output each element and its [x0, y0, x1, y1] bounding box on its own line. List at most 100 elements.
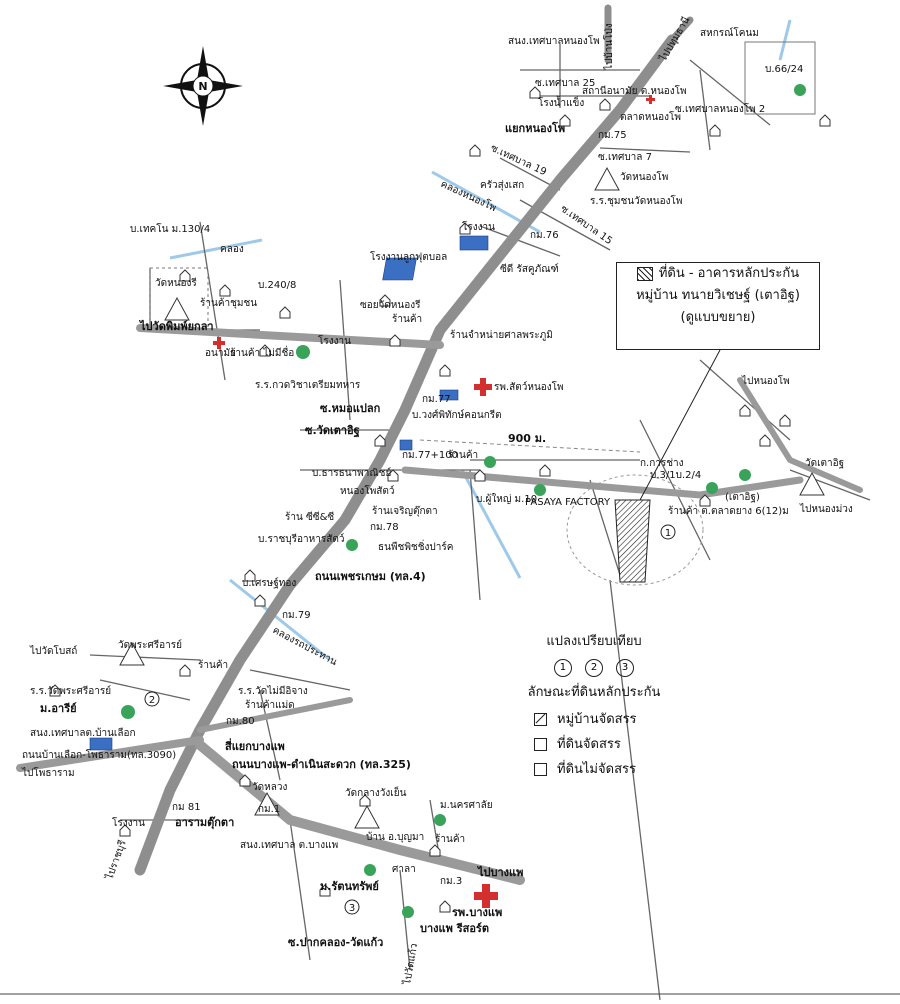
road-north-2	[668, 16, 694, 44]
label-soi25: ซ.เทศบาล 25	[535, 78, 595, 89]
comparison-circle-1: 1	[553, 659, 572, 677]
label-m-nursarai: ม.นครศาลัย	[440, 800, 493, 811]
label-soi7: ซ.เทศบาล 7	[598, 152, 652, 163]
label-factory-ball: โรงงานลูกฟุตบอล	[370, 250, 447, 263]
label-km81: กม 81	[172, 802, 201, 813]
label-to-nongpho: ไปหนองโพ	[741, 374, 790, 387]
road-east-north	[737, 377, 863, 493]
label-km77-100: กม.77+100	[402, 450, 458, 461]
label-soi-paklong: ซ.ปากคลอง-วัดแก้ว	[288, 936, 383, 949]
label-bangphae-sno: สนง.เทศบาล ต.บางแพ	[240, 840, 338, 851]
legend-pointer	[639, 349, 721, 501]
label-ban240: บ.240/8	[258, 280, 296, 291]
label-to-watphosi: ไปวัดโบสถ์	[29, 644, 77, 657]
label-concrete: บ.วงศ์พิทักษ์คอนกรีต	[412, 409, 502, 421]
canal-rotprathan	[229, 578, 331, 662]
label-shop4: ร้านค้า	[435, 833, 465, 845]
label-km3: กม.3	[440, 876, 462, 887]
comparison-item-label: ที่ดินไม่จัดสรร	[557, 762, 636, 777]
label-bangphae-junction: สี่แยกบางแพ	[225, 738, 285, 753]
label-sno-baanlueak: สนง.เทศบาลต.บ้านเลือก	[30, 727, 136, 739]
label-ban-tharn: บ.ธารธนาพาณิชย์	[312, 467, 391, 479]
label-watluang: วัดหลวง	[252, 782, 287, 793]
label-sala: ศาลา	[392, 864, 416, 875]
label-school-phrasri: ร.ร.วัดพระศรีอารย์	[30, 685, 111, 697]
label-soi-wattaoit: ซ.วัดเตาอิฐ	[305, 424, 360, 438]
temple-watphrasri	[119, 641, 145, 666]
label-to-ratchaburi: ไปราชบุรี	[103, 838, 129, 882]
hospital-icon-bangphae	[474, 884, 498, 908]
comparison-circles: 1 2 3	[504, 655, 684, 677]
temple-watklang	[354, 804, 380, 829]
label-shop-mai: ร้านค้าแม่ด	[245, 699, 295, 711]
plot-marker-3: 3	[349, 903, 355, 914]
label-km78: กม.78	[370, 522, 399, 533]
road-watphosi	[197, 697, 353, 733]
temple-icons	[119, 166, 825, 829]
building-icons	[89, 235, 489, 751]
label-school-kasetsart: ร.ร.กวดวิชาเตรียมทหาร	[255, 379, 361, 391]
label-ban3-2: บ.3/1บ.2/4	[650, 470, 701, 481]
label-kruasungsek: ครัวสุ่งเสก	[480, 180, 524, 191]
road-east	[401, 466, 804, 499]
label-m-ari: ม.อารีย์	[40, 702, 77, 715]
collateral-legend: ที่ดิน - อาคารหลักประกัน หมู่บ้าน ทนายวิ…	[616, 262, 820, 350]
compass-rose: N	[163, 46, 243, 126]
hospital-icon-station	[646, 95, 655, 104]
hospital-icon-vet	[474, 378, 492, 396]
label-soi19: ซ.เทศบาล 19	[489, 143, 548, 178]
label-klong: คลอง	[220, 244, 244, 255]
label-soi-watnongri: ซอยวัดหนองรี	[360, 299, 421, 311]
label-km77: กม.77	[422, 394, 451, 405]
label-bangphae-resort: บางแพ รีสอร์ต	[420, 922, 489, 935]
label-wat-taoit: วัดเตาอิฐ	[805, 458, 844, 469]
label-watnongri: วัดหนองรี	[155, 277, 197, 289]
label-soi-municipal2: ซ.เทศบาลหนองโพ 2	[675, 102, 765, 115]
label-rubber: ธนพืชพิชชิ่งปาร์ค	[378, 539, 453, 553]
canal-nongpho-2	[778, 19, 792, 61]
label-shop-talad: ร้านค้า ต.ตลาดยาง 6(12)ม	[668, 505, 789, 517]
comparison-circle-2: 2	[585, 659, 603, 677]
highway-box-north	[744, 41, 816, 115]
plot-markers: 1 2 3	[144, 524, 676, 915]
label-factory1: โรงงาน	[462, 220, 495, 233]
secondary-roads	[89, 44, 871, 1001]
comparison-item-allocated: ที่ดินจัดสรร	[534, 733, 684, 754]
label-nongphosatsat: หนองโพสัตว์	[340, 484, 395, 497]
label-to-nongmuang: ไปหนองม่วง	[799, 503, 853, 515]
label-shop2: ร้านค้า	[448, 449, 478, 461]
plot-zoom-circle	[566, 474, 704, 586]
hatch-swatch	[636, 266, 653, 281]
label-to-pathum: ไปปทุมธานี	[657, 15, 693, 65]
label-ban66: บ.66/24	[765, 64, 803, 75]
temple-watnongri	[164, 296, 190, 321]
temple-watluang	[254, 791, 280, 816]
plot-marker-1: 1	[665, 528, 671, 539]
label-market: ตลาดหนองโพ	[620, 110, 681, 123]
comparison-title: แปลงเปรียบเทียบ	[546, 634, 642, 649]
label-ban-sethi: บ.เศรษฐ์ทอง	[242, 577, 296, 589]
label-factory2: โรงงาน	[318, 334, 351, 347]
comparison-item-label: หมู่บ้านจัดสรร	[557, 712, 637, 727]
label-km1: กม.1	[258, 804, 280, 815]
label-arom: อารามตุ๊กตา	[175, 816, 234, 830]
label-canal-khlong: คลองรถประทาน	[271, 625, 339, 668]
legend-row-1: ที่ดิน - อาคารหลักประกัน	[617, 263, 819, 285]
label-school-nongpho: ร.ร.ชุมชนวัดหนองโพ	[590, 194, 683, 207]
label-shop-chumchon: ร้านค้าชุมชน	[200, 297, 257, 309]
label-km80: กม.80	[226, 716, 255, 727]
legend-line-3: (ดูแบบขยาย)	[680, 310, 756, 325]
label-to-bangphae: ไปบางแพ	[476, 865, 523, 879]
label-ban-taoit: (เตาอิฐ)	[725, 492, 760, 503]
label-soi-mophlaek: ซ.หมอแปลก	[320, 402, 381, 415]
label-highway4: ถนนเพชรเกษม (ทล.4)	[315, 570, 426, 583]
label-station: สถานีอนามัย ต.หนองโพ	[582, 84, 687, 97]
watnongri-box	[149, 267, 209, 329]
comparison-item-label: ที่ดินจัดสรร	[557, 737, 621, 752]
comparison-circle-3: 3	[616, 659, 635, 677]
label-to-banpong: ไปบ้านโป่ง	[602, 23, 615, 71]
label-m-rattanasap: ม.รัตนทรัพย์	[320, 880, 379, 893]
checkbox-empty-icon	[534, 763, 547, 776]
label-watphrasri: วัดพระศรีอารย์	[118, 639, 182, 651]
